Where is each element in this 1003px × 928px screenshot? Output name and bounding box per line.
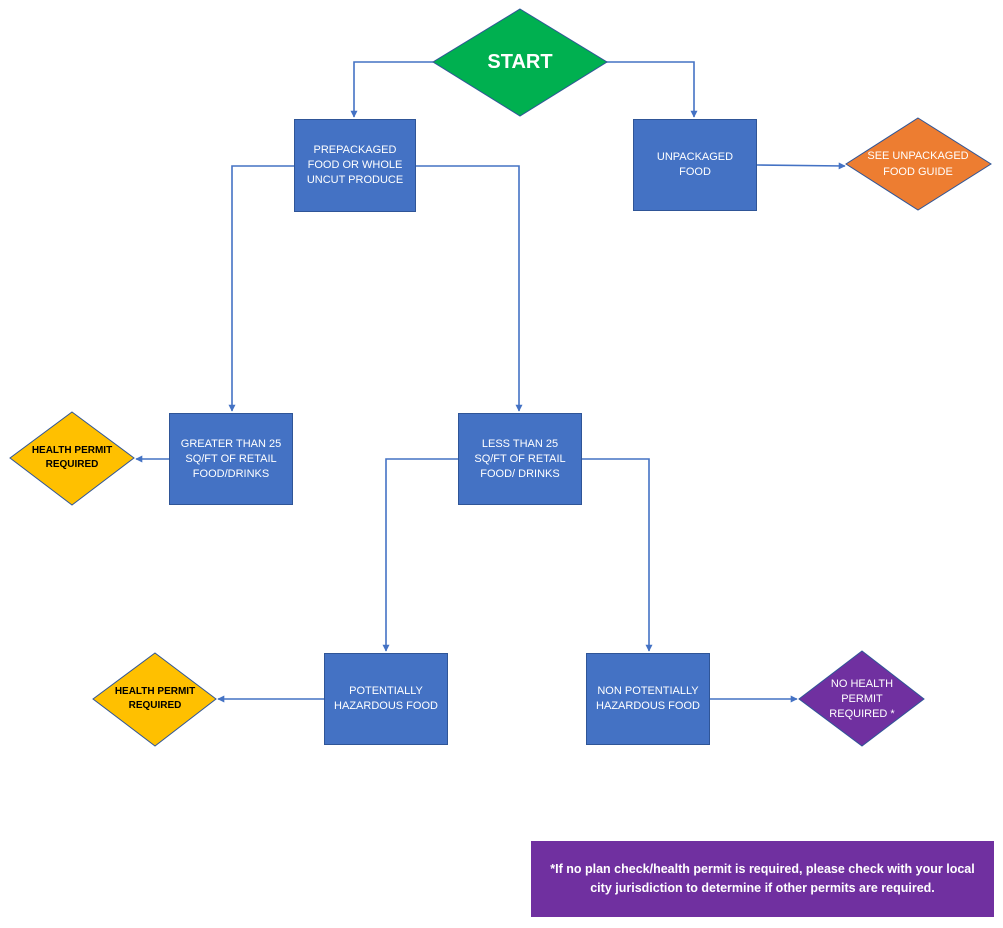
health-permit-diamond-1 [9, 411, 135, 506]
connector-unpackaged-to-guide [756, 162, 846, 170]
unpackaged-box: UNPACKAGED FOOD [633, 119, 757, 211]
potentially-hazardous-label: POTENTIALLY HAZARDOUS FOOD [334, 685, 438, 712]
connector-start-to-unpackaged [606, 61, 698, 118]
connector-prepackaged-to-less [416, 165, 523, 412]
health-permit-diamond-2 [92, 652, 217, 747]
greater-than-box: GREATER THAN 25 SQ/FT OF RETAIL FOOD/DRI… [169, 413, 293, 505]
greater-than-label: GREATER THAN 25 SQ/FT OF RETAIL FOOD/DRI… [180, 437, 282, 480]
footnote-text: *If no plan check/health permit is requi… [550, 862, 975, 895]
see-guide-diamond [845, 117, 992, 211]
footnote-box: *If no plan check/health permit is requi… [531, 841, 994, 917]
non-potentially-hazardous-label: NON POTENTIALLY HAZARDOUS FOOD [596, 685, 700, 712]
start-diamond [432, 8, 608, 117]
unpackaged-label: UNPACKAGED FOOD [656, 151, 734, 178]
no-health-permit-diamond [798, 650, 925, 747]
connector-less-to-potentially [382, 458, 458, 652]
connector-start-to-prepackaged [350, 61, 433, 118]
less-than-box: LESS THAN 25 SQ/FT OF RETAIL FOOD/ DRINK… [458, 413, 582, 505]
connector-less-to-non-potentially [582, 458, 653, 652]
non-potentially-hazardous-box: NON POTENTIALLY HAZARDOUS FOOD [586, 653, 710, 745]
connector-prepackaged-to-greater [228, 165, 294, 412]
prepackaged-label: PREPACKAGED FOOD OR WHOLE UNCUT PRODUCE [306, 144, 404, 186]
prepackaged-box: PREPACKAGED FOOD OR WHOLE UNCUT PRODUCE [294, 119, 416, 212]
potentially-hazardous-box: POTENTIALLY HAZARDOUS FOOD [324, 653, 448, 745]
less-than-label: LESS THAN 25 SQ/FT OF RETAIL FOOD/ DRINK… [474, 437, 566, 480]
